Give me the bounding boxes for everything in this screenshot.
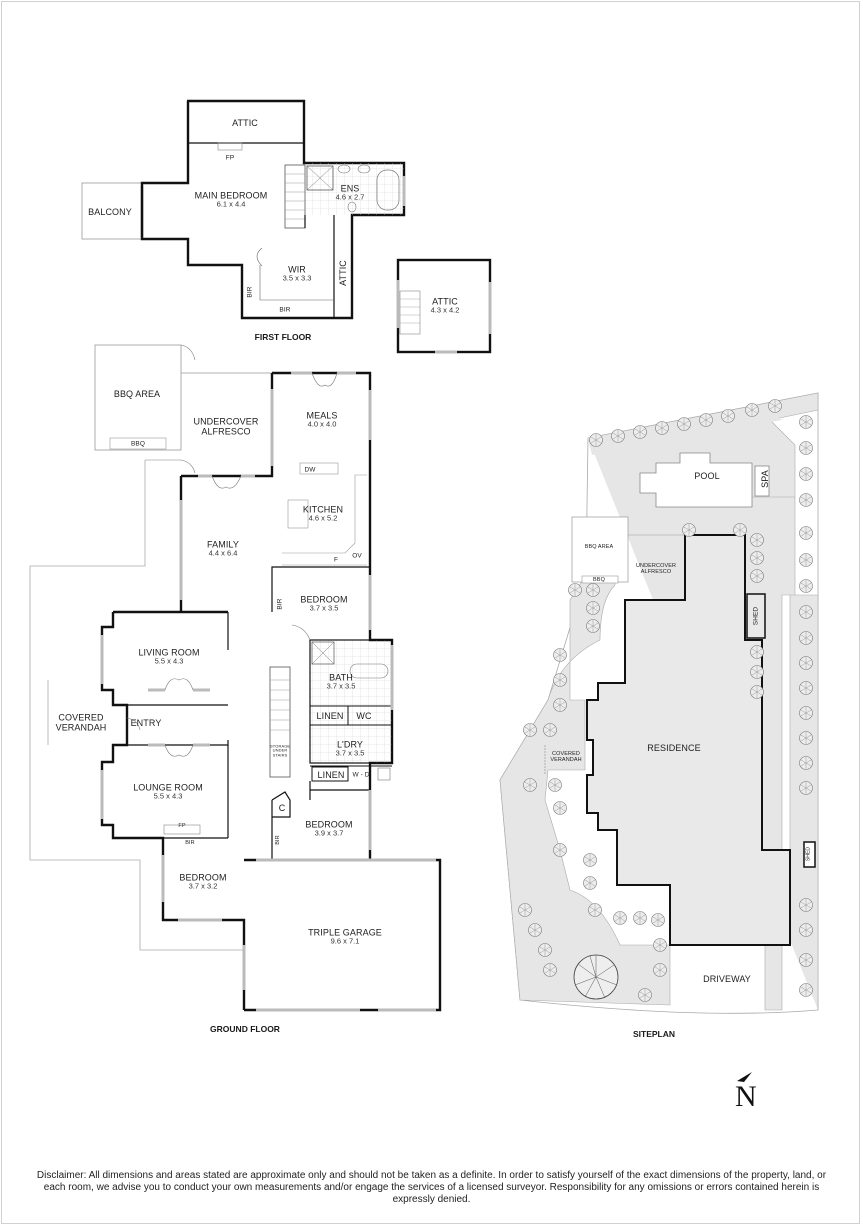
bbq-label: BBQ [130, 440, 146, 448]
room-label-balcony: BALCONY [88, 206, 132, 217]
oven-label: OV [352, 552, 362, 560]
wc-label: WC [356, 710, 372, 721]
linen-label-2: LINEN [317, 769, 345, 780]
fridge-label: F [333, 556, 339, 564]
room-label-undercover-alfresco: UNDERCOVER ALFRESCO [193, 416, 259, 437]
site-label-covered-verandah: COVERED VERANDAH [550, 750, 582, 763]
bir-label-bedroom-2: BIR [276, 598, 284, 610]
room-label-attic-top: ATTIC [232, 117, 258, 128]
room-label-bbq-area: BBQ AREA [113, 388, 161, 399]
room-label-attic-side: ATTIC [337, 260, 348, 286]
first-floor-title: FIRST FLOOR [254, 332, 312, 342]
first-floor-plan [81, 99, 492, 354]
site-label-shed-1: SHED [752, 606, 760, 626]
site-label-undercover-alfresco: UNDERCOVER ALFRESCO [635, 562, 677, 575]
site-label-shed-2: SHED [805, 846, 812, 862]
siteplan-drawing [499, 392, 819, 1014]
disclaimer-text: Disclaimer: All dimensions and areas sta… [36, 1170, 827, 1205]
bir-label-bedroom-3: BIR [274, 835, 281, 845]
ground-floor-plan [29, 344, 442, 1012]
bir-label-lounge: BIR [185, 839, 195, 846]
cupboard-label: C [278, 802, 286, 813]
site-label-bbq: BBQ [593, 576, 605, 583]
north-arrow: N [733, 1068, 763, 1118]
site-label-spa: SPA [759, 470, 770, 488]
site-label-pool: POOL [694, 470, 720, 481]
ground-floor-title: GROUND FLOOR [210, 1024, 280, 1034]
site-label-bbq-area: BBQ AREA [584, 543, 614, 550]
storage-under-stairs-label: STORAGE UNDER STAIRS [270, 743, 291, 758]
north-label: N [735, 1080, 757, 1113]
bir-label-wir-bottom: BIR [279, 306, 291, 314]
bir-label-wir-left: BIR [246, 286, 254, 298]
linen-label-1: LINEN [316, 710, 344, 721]
dishwasher-label: DW [304, 466, 316, 474]
north-arrow-icon [737, 1072, 752, 1082]
room-label-entry: ENTRY [130, 717, 162, 728]
site-label-residence: RESIDENCE [647, 742, 701, 753]
fireplace-label-ground: FP [178, 822, 186, 829]
site-label-driveway: DRIVEWAY [703, 973, 751, 984]
fireplace-label: FP [225, 154, 235, 162]
room-label-covered-verandah: COVERED VERANDAH [55, 712, 107, 733]
siteplan-title: SITEPLAN [632, 1029, 676, 1039]
washer-dryer-label: W - D [352, 771, 370, 779]
